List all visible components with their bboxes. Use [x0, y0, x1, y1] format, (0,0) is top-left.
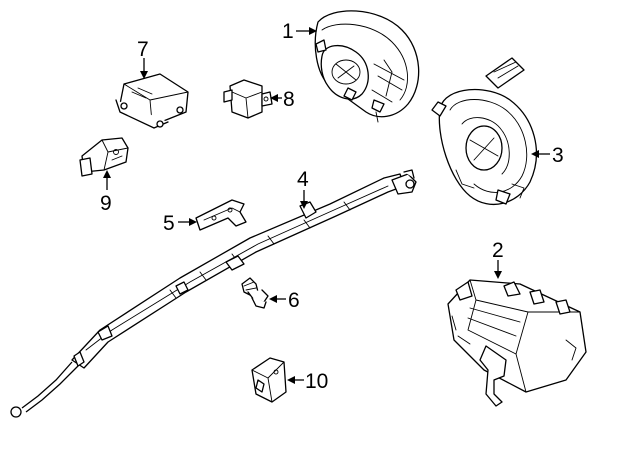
callout-9-group: 9 — [100, 170, 112, 215]
callout-8-group: 8 — [270, 88, 295, 111]
part-1-driver-airbag — [314, 10, 420, 123]
callout-4: 4 — [297, 168, 309, 191]
callout-3: 3 — [552, 144, 564, 167]
part-5-bracket — [195, 199, 247, 231]
callout-5: 5 — [163, 212, 175, 235]
callout-1: 1 — [282, 20, 294, 43]
callout-2: 2 — [492, 239, 504, 262]
callout-4-group: 4 — [297, 168, 309, 209]
callout-7-group: 7 — [137, 38, 149, 79]
callout-1-group: 1 — [282, 20, 317, 43]
callout-10-group: 10 — [287, 370, 328, 393]
callout-3-group: 3 — [531, 144, 564, 167]
part-3-clock-spring — [431, 57, 538, 206]
part-10-impact-sensor — [251, 357, 287, 403]
part-8-impact-sensor — [223, 79, 273, 119]
part-2-passenger-airbag — [447, 279, 587, 407]
part-7-control-module — [115, 73, 189, 129]
callout-7: 7 — [137, 38, 149, 61]
callout-8: 8 — [283, 88, 295, 111]
callout-6-group: 6 — [269, 289, 300, 312]
part-4-curtain-airbag — [10, 169, 417, 418]
callout-2-group: 2 — [492, 239, 504, 279]
callout-10: 10 — [305, 370, 328, 393]
callout-6: 6 — [288, 289, 300, 312]
part-6-bolt — [241, 277, 269, 309]
callout-9: 9 — [100, 192, 112, 215]
part-9-impact-sensor — [79, 137, 129, 177]
callout-5-group: 5 — [163, 212, 197, 235]
